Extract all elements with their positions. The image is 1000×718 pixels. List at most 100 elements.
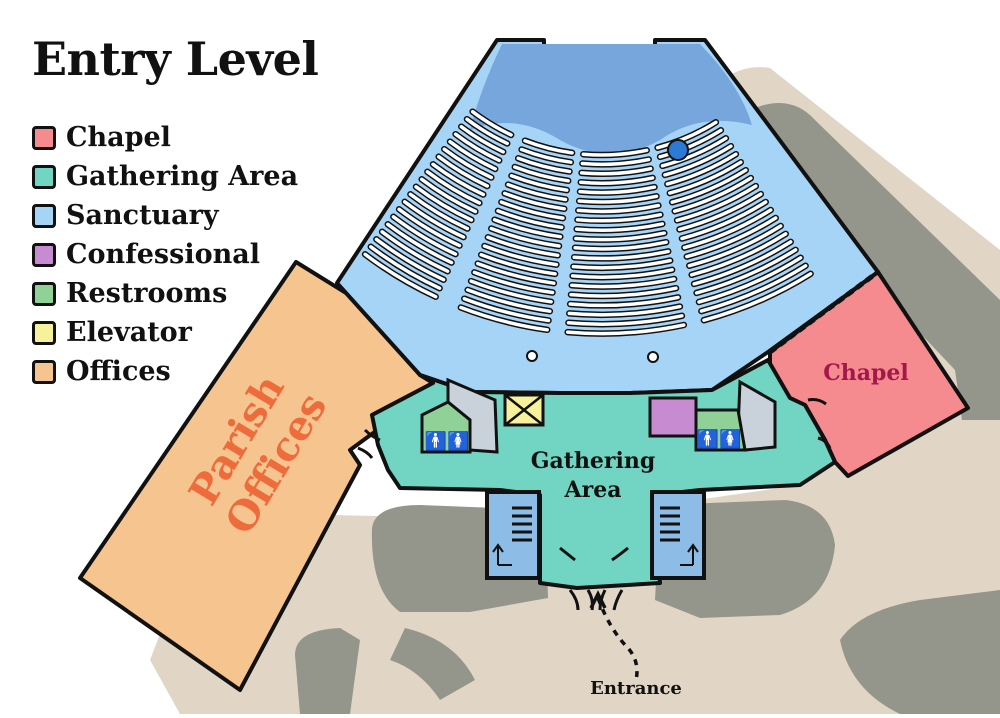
gathering-area-label-line1: Gathering — [531, 448, 656, 474]
elevator[interactable] — [503, 393, 545, 427]
pew-row-fill — [580, 157, 651, 167]
pew-row-fill — [565, 323, 686, 336]
pew-row-fill — [571, 258, 672, 270]
pew-row-fill — [694, 248, 798, 295]
gathering-area-label-line2: Area — [564, 477, 622, 503]
pew-row-fill — [567, 304, 682, 317]
pew-row-fill — [459, 124, 505, 154]
pew-row-fill — [658, 128, 723, 159]
pew-row-fill — [397, 207, 462, 248]
stairs-arrow-icon — [680, 543, 699, 566]
parking-drive — [390, 628, 475, 700]
pew-row-fill — [519, 147, 573, 164]
legend-item: Offices — [32, 352, 298, 391]
pew-row-fill — [581, 148, 649, 157]
pew-row-fill — [569, 286, 678, 298]
pew-row-fill — [579, 166, 653, 176]
pew-row-fill — [502, 191, 566, 211]
pew-row-fill — [573, 240, 668, 251]
legend-label: Sanctuary — [66, 200, 219, 231]
pew-row-fill — [685, 216, 778, 259]
pew-row-fill — [570, 277, 676, 289]
legend-swatch — [32, 242, 56, 267]
pew-row-fill — [489, 226, 561, 248]
legend-label: Chapel — [66, 122, 171, 153]
pew-row-fill — [689, 232, 788, 277]
pew-row-fill — [386, 222, 454, 265]
pew-row-fill — [465, 117, 509, 146]
legend-label: Restrooms — [66, 278, 228, 309]
parking-lot-south — [295, 628, 360, 714]
pew-row-fill — [655, 120, 718, 150]
legend-label: Offices — [66, 356, 171, 387]
pew-row-fill — [570, 268, 674, 279]
pew-row-fill — [419, 177, 478, 214]
pew-row-fill — [453, 132, 501, 163]
restroom-right[interactable]: 🚹🚺 — [694, 408, 747, 452]
stairwell-right[interactable] — [650, 490, 706, 580]
pew-row-fill — [482, 244, 559, 267]
legend-swatch — [32, 164, 56, 189]
legend-label: Gathering Area — [66, 161, 299, 192]
pew-row-fill — [374, 237, 446, 282]
restroom-icon: 🚹🚺 — [425, 430, 470, 452]
pew-row-fill — [574, 231, 667, 242]
stairwell-left[interactable] — [485, 490, 541, 580]
pew-row-fill — [472, 270, 555, 295]
pew-row-fill — [425, 170, 482, 205]
pew-row-fill — [476, 261, 556, 285]
pew-row-fill — [575, 212, 663, 223]
pew-row-fill — [496, 209, 564, 230]
pew-row-fill — [436, 154, 490, 188]
pew-row-fill — [578, 185, 657, 195]
page-title: Entry Level — [32, 32, 319, 86]
pew-row-fill — [499, 200, 565, 220]
pew-row-fill — [574, 222, 665, 232]
legend-swatch — [32, 359, 56, 384]
pew-row-fill — [668, 160, 743, 195]
pew-row-fill — [363, 252, 438, 299]
restroom-left[interactable]: 🚹🚺 — [420, 400, 472, 454]
baptismal-font — [667, 139, 689, 161]
entrance-arrow-icon — [589, 590, 607, 609]
legend-item: Restrooms — [32, 274, 298, 313]
pew-row-fill — [663, 144, 733, 177]
pews — [361, 108, 814, 337]
pew-row-fill — [699, 264, 808, 313]
pew-row-fill — [670, 168, 748, 204]
pew-row-fill — [459, 305, 549, 332]
legend-swatch — [32, 320, 56, 345]
pew-row-fill — [486, 235, 560, 258]
elevator-icon — [504, 394, 544, 426]
legend-swatch — [32, 281, 56, 306]
confessional[interactable] — [648, 396, 698, 438]
legend-item: Chapel — [32, 118, 298, 157]
pew-row-fill — [665, 152, 738, 186]
restroom-icon: 🚹🚺 — [697, 428, 742, 450]
legend-item: Confessional — [32, 235, 298, 274]
pew-row-fill — [469, 279, 553, 304]
pew-row-fill — [506, 182, 568, 202]
pew-row-fill — [442, 147, 494, 180]
pew-row-fill — [470, 109, 513, 137]
pew-row-fill — [572, 249, 670, 261]
entrance-label: Entrance — [590, 678, 682, 699]
sanctuary-altar — [470, 44, 752, 154]
pew-row-fill — [408, 192, 470, 231]
legend-label: Confessional — [66, 239, 260, 270]
pew-row-fill — [682, 208, 773, 250]
pew-row-fill — [492, 217, 563, 239]
pew-row-fill — [579, 176, 655, 185]
pew-row-fill — [660, 136, 728, 168]
chapel-room[interactable]: Chapel — [768, 269, 970, 478]
pew-row-fill — [369, 245, 442, 290]
parking-lot-southeast — [840, 590, 1000, 714]
pillar-left — [526, 350, 538, 362]
pew-row-fill — [465, 288, 552, 313]
pew-row-fill — [687, 224, 783, 268]
chapel-label: Chapel — [823, 360, 909, 386]
sanctuary[interactable] — [335, 38, 880, 395]
pew-row-fill — [697, 256, 803, 304]
pew-row-fill — [680, 200, 768, 241]
